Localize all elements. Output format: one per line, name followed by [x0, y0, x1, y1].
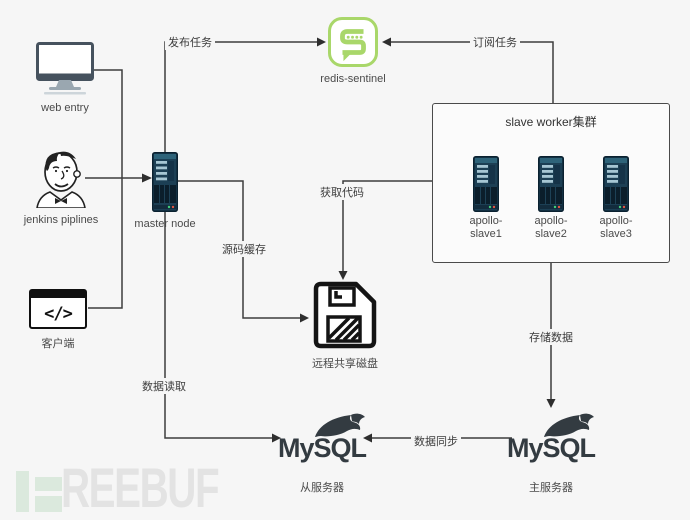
edge-label-fetch-code: 获取代码 [317, 184, 367, 200]
server-tower-icon [152, 152, 178, 212]
monitor-icon [36, 42, 94, 95]
node-web-entry: web entry [30, 42, 100, 114]
mysql-dolphin-icon: MySQL [278, 413, 368, 463]
code-window-icon: </> [29, 289, 87, 329]
edge-label-subscribe-task: 订阅任务 [470, 34, 520, 50]
mysql-wordmark: MySQL [507, 433, 596, 463]
apollo-slave3-node: apollo- slave3 [600, 156, 633, 241]
edge-label-store-data: 存储数据 [526, 329, 576, 345]
code-glyph: </> [44, 303, 73, 324]
node-mysql-master: MySQL 主服务器 [506, 411, 597, 495]
mysql-logo: MySQL [277, 411, 368, 465]
edge-master-to-mysqlslave [164, 212, 274, 439]
node-mysql-slave: MySQL 从服务器 [277, 411, 368, 495]
edge-cluster-to-redis [389, 41, 554, 103]
freebuf-logo-icon [16, 471, 29, 512]
cluster-server-row: apollo- slave1 [433, 156, 669, 241]
edge-cluster-to-disk [342, 180, 432, 272]
node-shared-disk: 远程共享磁盘 [306, 281, 384, 371]
edge-label-publish-task: 发布任务 [165, 34, 215, 50]
arrowheads [142, 37, 556, 443]
freebuf-watermark-text: REEBUF [61, 456, 220, 519]
node-redis-sentinel: redis-sentinel [320, 17, 386, 85]
edge-master-to-redis [164, 41, 319, 152]
master-node-label: master node [134, 218, 196, 230]
freebuf-watermark: REEBUF [14, 460, 234, 516]
edge-web-to-master [94, 69, 123, 178]
apollo-slave2-label: apollo- slave2 [534, 215, 568, 240]
node-jenkins: jenkins piplines [23, 146, 99, 226]
edge-client-to-master [88, 178, 123, 309]
cluster-title: slave worker集群 [505, 115, 597, 129]
client-label: 客户端 [41, 338, 75, 350]
server-tower-icon [472, 156, 499, 212]
apollo-slave3-label: apollo- slave3 [599, 215, 633, 240]
freebuf-logo-icon [35, 496, 62, 512]
mysql-master-label: 主服务器 [529, 482, 573, 494]
apollo-slave2-node: apollo- slave2 [534, 156, 568, 241]
node-master: master node [134, 152, 196, 230]
apollo-slave1-label: apollo- slave1 [469, 215, 503, 240]
edge-label-data-sync: 数据同步 [411, 433, 461, 449]
server-tower-icon [538, 156, 564, 212]
mysql-logo: MySQL [506, 411, 597, 465]
mysql-slave-label: 从服务器 [300, 482, 344, 494]
node-client: </> 客户端 [28, 289, 88, 351]
apollo-slave1-node: apollo- slave1 [469, 156, 502, 241]
shared-disk-label: 远程共享磁盘 [312, 358, 378, 370]
server-tower-icon [603, 156, 630, 212]
redis-sentinel-label: redis-sentinel [320, 73, 386, 85]
jenkins-butler-icon [36, 151, 86, 208]
redis-sentinel-icon [328, 17, 378, 67]
edge-label-data-read: 数据读取 [139, 378, 189, 394]
sentinel-s-glyph [340, 29, 366, 62]
code-window-titlebar [31, 291, 85, 298]
freebuf-logo-icon [35, 477, 62, 491]
mysql-wordmark: MySQL [278, 433, 367, 463]
jenkins-label: jenkins piplines [23, 214, 99, 226]
edge-label-source-cache: 源码缓存 [219, 241, 269, 257]
floppy-disk-icon [313, 281, 377, 349]
web-entry-label: web entry [41, 102, 89, 114]
mysql-dolphin-icon: MySQL [507, 413, 597, 463]
slave-worker-cluster-box: slave worker集群 [432, 103, 670, 263]
